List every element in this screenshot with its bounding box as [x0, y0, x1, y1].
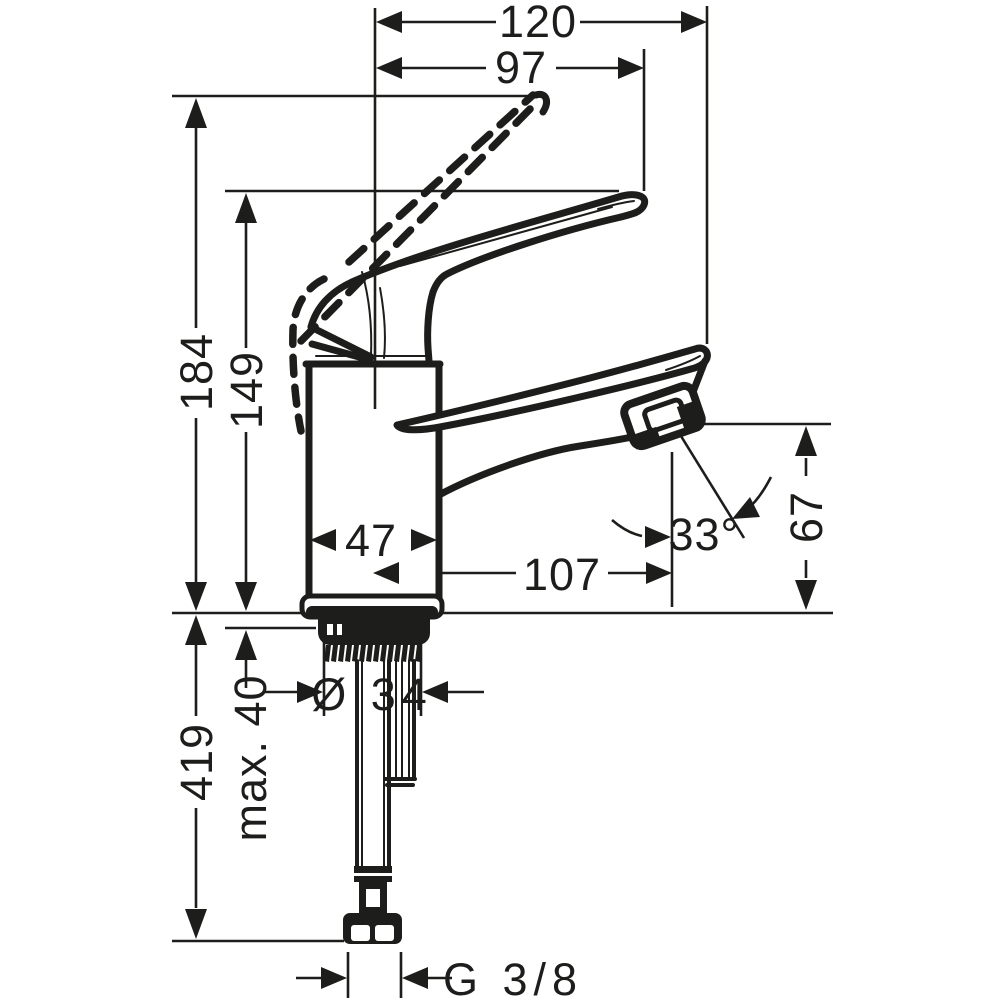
pivot-ghost-1 — [361, 271, 373, 357]
arrow-419-bottom — [185, 909, 207, 939]
raised-lever-heel-arc — [289, 275, 328, 435]
pivot-wedge-lower — [308, 340, 374, 364]
aerator-foot-right — [676, 400, 704, 430]
arrow-120-left — [376, 11, 402, 33]
arrow-max40 — [235, 630, 257, 660]
arrow-thread-left — [321, 967, 347, 989]
lever-front-corner — [424, 288, 437, 365]
hose-collar-2 — [354, 876, 392, 882]
nut-facet-2 — [375, 925, 394, 941]
spout — [393, 344, 711, 434]
lever-underside — [429, 213, 625, 296]
faucet — [299, 191, 711, 944]
arrow-47-right — [411, 529, 437, 551]
supply-hose — [343, 659, 417, 944]
spout-front-bevel — [689, 357, 709, 396]
label-lever-reach: 97 — [495, 42, 547, 93]
base-escutcheon — [299, 593, 445, 620]
flange-notch-1 — [327, 624, 333, 635]
ext-lines-thread — [346, 952, 403, 998]
angle-spray-line — [674, 427, 746, 539]
lever-heel — [307, 278, 356, 331]
arrow-d34-right — [422, 681, 448, 703]
lever-tip — [617, 191, 649, 221]
arrow-d34-left — [297, 681, 323, 703]
arrow-107-left — [373, 562, 399, 584]
arrow-angle-2 — [645, 526, 671, 548]
label-spray-angle: 33° — [668, 509, 739, 560]
arrow-149-bottom — [235, 582, 257, 611]
arrow-47-left — [310, 529, 336, 551]
arrow-149-top — [235, 193, 257, 223]
raised-lever-tip — [532, 90, 550, 116]
label-shank-diameter: Ø 34 — [311, 669, 433, 720]
hose-collar-1 — [354, 866, 392, 873]
shank-threads — [324, 645, 421, 662]
label-overall-depth: 120 — [499, 0, 577, 47]
rear-pipe-cap — [383, 777, 417, 787]
pivot-wedge-upper — [307, 323, 375, 361]
dimension-arrows — [185, 11, 817, 989]
label-spout-height: 67 — [781, 491, 832, 543]
arrow-thread-right — [402, 967, 428, 989]
lever-top-edge — [348, 192, 626, 286]
label-total-height: 184 — [171, 333, 222, 411]
raised-lever-inner — [345, 91, 537, 266]
escutcheon-shadow — [306, 606, 438, 618]
arrow-67-bottom — [795, 580, 817, 610]
arrow-184-top — [185, 98, 207, 128]
ext-lines-shank — [322, 642, 423, 716]
spout-underside — [435, 432, 641, 499]
label-body-width: 47 — [345, 515, 397, 566]
arrow-184-bottom — [185, 582, 207, 611]
spout-top-band — [393, 344, 711, 434]
mounting-flange — [318, 619, 430, 646]
aerator — [620, 381, 706, 451]
lever-inner-line — [399, 206, 613, 267]
arrow-angle-1 — [732, 497, 760, 519]
rear-pipe-lines — [395, 660, 410, 779]
nut-facet-1 — [351, 925, 370, 941]
aerator-foot-left — [631, 426, 662, 450]
flange-notch-2 — [337, 624, 342, 635]
label-lever-height: 149 — [221, 351, 272, 429]
connector-window — [366, 889, 380, 907]
label-thread: G 3/8 — [443, 954, 583, 1000]
dimension-lines — [172, 6, 833, 998]
faucet-lever — [307, 191, 649, 365]
arrow-97-right — [618, 57, 644, 79]
angle-leader-2 — [611, 519, 643, 538]
label-max-deck: max. 40 — [225, 674, 276, 841]
lever-tip-inner — [597, 200, 635, 210]
arrow-107-right — [646, 562, 672, 584]
label-hose-length: 419 — [171, 723, 222, 801]
pivot-ghost-2 — [379, 287, 386, 359]
arrow-120-right — [681, 11, 707, 33]
raised-lever-outer — [297, 99, 540, 345]
lever-raised-dashed — [289, 90, 550, 435]
arrow-67-top — [795, 426, 817, 456]
label-spout-reach: 107 — [523, 549, 601, 600]
spout-band-detail — [665, 355, 701, 371]
arrow-419-top — [185, 615, 207, 645]
arrow-97-left — [376, 57, 402, 79]
dimension-labels: 120 97 184 149 67 33° 47 107 Ø 34 max. 4… — [171, 0, 832, 1000]
mounting-shank — [318, 619, 430, 662]
